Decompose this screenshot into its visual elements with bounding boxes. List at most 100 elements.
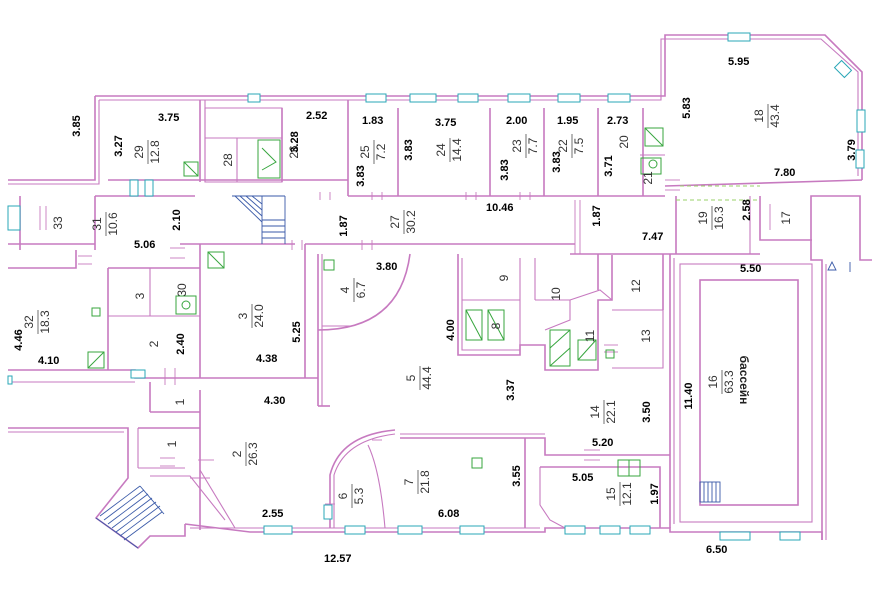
- dim-3-75-b: 3.75: [435, 117, 456, 129]
- dim-4-38: 4.38: [256, 353, 277, 365]
- room-22: 22 7.5: [556, 134, 586, 158]
- outer-walls: [8, 34, 872, 550]
- room-4-area: 6.7: [354, 281, 368, 298]
- room-4-number: 4: [338, 286, 352, 293]
- room-20-number: 20: [617, 135, 631, 149]
- dim-3-83-d: 3.83: [551, 151, 563, 172]
- room-27-number: 27: [388, 215, 402, 229]
- dim-4-46: 4.46: [13, 329, 25, 350]
- room-25: 25 7.2: [358, 140, 388, 164]
- dim-3-55: 3.55: [511, 465, 523, 486]
- dim-3-83-c: 3.83: [499, 159, 511, 180]
- dim-3-27: 3.27: [113, 135, 125, 156]
- room-3: 3 24.0: [236, 304, 266, 328]
- room-6: 6 5.3: [336, 484, 366, 508]
- stairs: [95, 195, 851, 549]
- dim-3-50: 3.50: [641, 401, 653, 422]
- dim-1-97: 1.97: [649, 483, 661, 504]
- room-7: 7 21.8: [402, 470, 432, 494]
- dim-2-73: 2.73: [607, 115, 628, 127]
- dim-2-00: 2.00: [506, 115, 527, 127]
- dim-6-50: 6.50: [706, 544, 727, 556]
- dimensions: 3.85 3.75 3.27 2.52 3.28 1.83 3.75 2.00 …: [13, 56, 858, 565]
- room-11-number: 11: [583, 329, 597, 342]
- room-19: 19 16.3: [696, 206, 726, 230]
- door-markers: [39, 179, 771, 505]
- room-7-area: 21.8: [418, 470, 432, 494]
- room-24-area: 14.4: [450, 138, 464, 162]
- dim-5-20: 5.20: [592, 437, 613, 449]
- dim-3-80: 3.80: [376, 261, 397, 273]
- room-6-number: 6: [336, 492, 350, 499]
- room-9-number: 9: [497, 274, 511, 281]
- room-10-number: 10: [549, 287, 563, 301]
- dim-7-80: 7.80: [774, 167, 795, 179]
- dim-3-83-b: 3.83: [403, 139, 415, 160]
- room-23-number: 23: [510, 139, 524, 153]
- room-26-number: 26: [287, 145, 301, 159]
- dim-5-95: 5.95: [728, 56, 749, 68]
- room-29-area: 12.8: [148, 140, 162, 164]
- pool-name: бассейн: [737, 356, 751, 405]
- dim-5-83: 5.83: [681, 97, 693, 118]
- room-8-number: 8: [489, 322, 503, 329]
- dim-6-08: 6.08: [438, 508, 459, 520]
- room-31-area: 10.6: [106, 212, 120, 236]
- dim-4-30: 4.30: [264, 395, 285, 407]
- room-22-area: 7.5: [572, 137, 586, 154]
- room-5-area: 44.4: [420, 366, 434, 390]
- room-17-number: 17: [779, 211, 793, 225]
- dim-11-40: 11.40: [683, 383, 695, 410]
- room-24: 24 14.4: [434, 138, 464, 162]
- room-2-number: 2: [230, 450, 244, 457]
- room-22-number: 22: [556, 139, 570, 153]
- dim-5-05: 5.05: [572, 472, 593, 484]
- room-21-number: 21: [641, 171, 655, 185]
- windows: [7, 32, 866, 541]
- dim-7-47: 7.47: [642, 231, 663, 243]
- room-29-number: 29: [132, 145, 146, 159]
- room-3-number: 3: [236, 312, 250, 319]
- dim-4-00: 4.00: [445, 319, 457, 340]
- interior-walls: [8, 100, 813, 530]
- room-23-area: 7.7: [526, 137, 540, 154]
- room-18-number: 18: [752, 109, 766, 123]
- room-16-number: 16: [706, 375, 720, 389]
- room-labels: 29 12.8 28 26 25 7.2 24 14.4 23 7.7 22 7…: [22, 104, 793, 508]
- dim-2-40: 2.40: [175, 333, 187, 354]
- room-13-number: 13: [639, 329, 653, 343]
- room-27: 27 30.2: [388, 210, 418, 234]
- room-19-number: 19: [696, 211, 710, 225]
- room-31: 31 10.6: [90, 212, 120, 236]
- room-14-number: 14: [588, 405, 602, 419]
- room-31-number: 31: [90, 217, 104, 231]
- dim-5-06: 5.06: [134, 239, 155, 251]
- room-2: 2 26.3: [230, 442, 260, 466]
- dim-2-55: 2.55: [262, 508, 283, 520]
- room-25-area: 7.2: [374, 143, 388, 160]
- room-2-small-number: 2: [147, 340, 161, 347]
- dim-1-95: 1.95: [557, 115, 578, 127]
- room-32-area: 18.3: [38, 310, 52, 334]
- room-3-area: 24.0: [252, 304, 266, 328]
- dim-2-10: 2.10: [171, 209, 183, 230]
- dim-10-46: 10.46: [486, 202, 514, 214]
- room-16: 16 63.3: [706, 370, 736, 394]
- dim-5-25: 5.25: [291, 321, 303, 342]
- room-24-number: 24: [434, 143, 448, 157]
- dim-3-83-a: 3.83: [355, 165, 367, 186]
- dim-3-85: 3.85: [71, 115, 83, 136]
- room-3-small-number: 3: [133, 292, 147, 299]
- dim-1-87-a: 1.87: [338, 215, 350, 236]
- room-5-number: 5: [404, 374, 418, 381]
- pool-label: бассейн: [737, 356, 751, 405]
- room-25-number: 25: [358, 145, 372, 159]
- dim-2-52: 2.52: [306, 110, 327, 122]
- room-32-number: 32: [22, 315, 36, 329]
- room-28-number: 28: [221, 153, 235, 167]
- dim-5-50: 5.50: [740, 263, 761, 275]
- room-19-area: 16.3: [712, 206, 726, 230]
- room-15-area: 12.1: [620, 482, 634, 506]
- room-23: 23 7.7: [510, 134, 540, 158]
